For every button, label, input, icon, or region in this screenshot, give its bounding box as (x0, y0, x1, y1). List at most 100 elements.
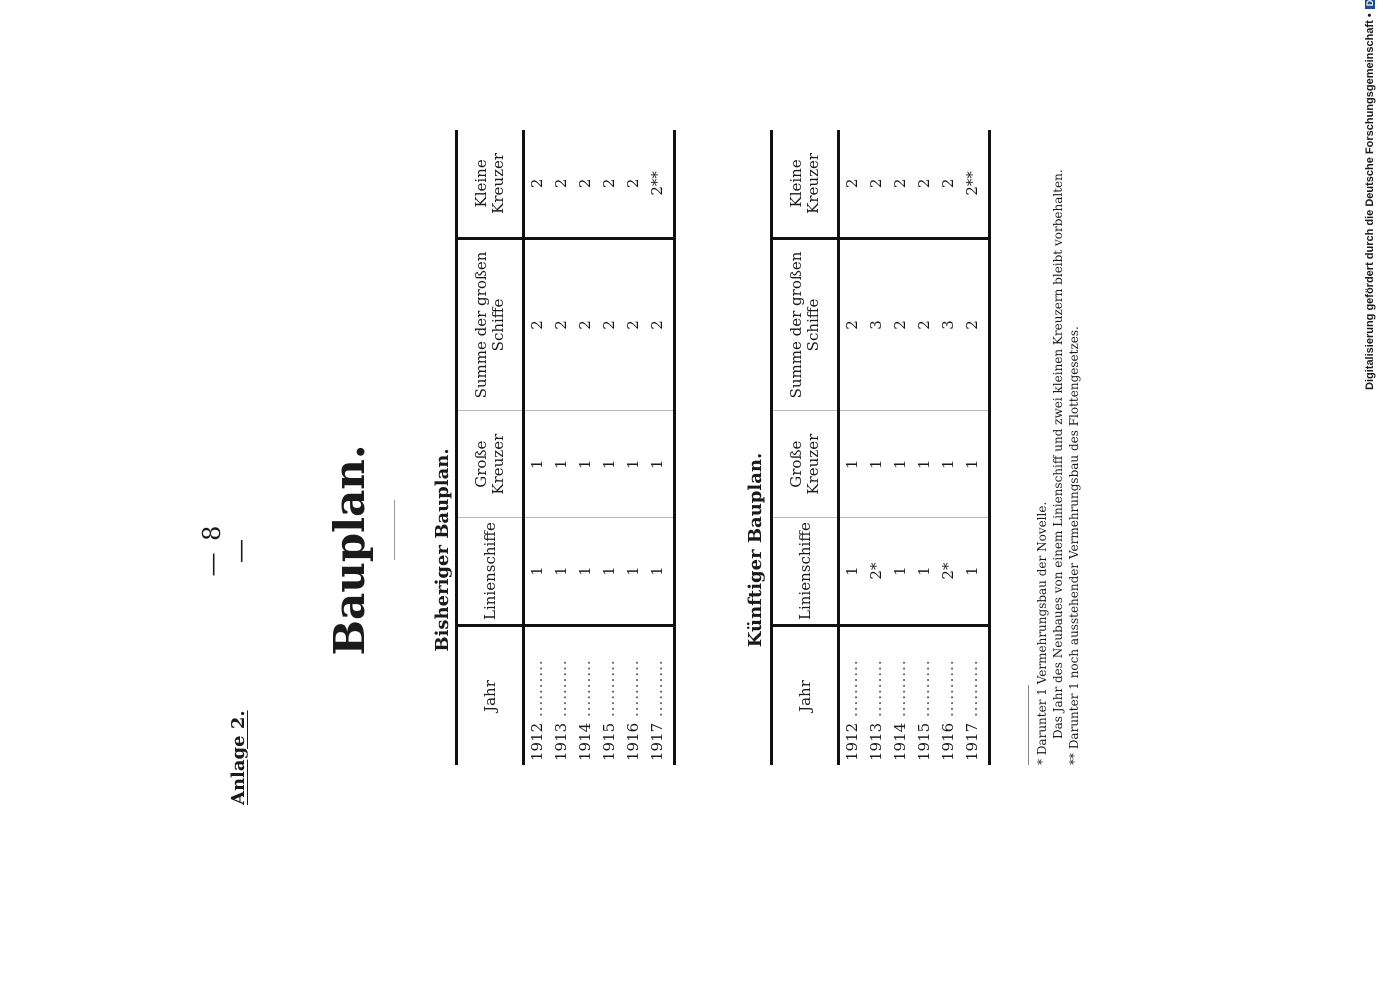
cell-grosse-kreuzer: 1 (960, 410, 990, 518)
footnote-single-asterisk: * Darunter 1 Vermehrungsbau der Novelle. (1035, 501, 1049, 765)
cell-linienschiffe: 1 (621, 517, 645, 626)
cell-kleine-kreuzer: 2 (891, 178, 909, 189)
cell-linienschiffe: 1 (645, 517, 675, 626)
leader-dots: .......... (648, 659, 666, 723)
leader-dots: .......... (576, 659, 594, 723)
cell-summe: 3 (936, 238, 960, 411)
cell-kleine-kreuzer: 2** (648, 171, 666, 196)
cell-year: 1915 (600, 722, 618, 761)
title-divider (394, 500, 395, 560)
cell-grosse-kreuzer: 1 (573, 410, 597, 518)
cell-linienschiffe: 2* (936, 517, 960, 626)
cell-summe: 2 (597, 238, 621, 411)
leader-dots: .......... (528, 659, 546, 723)
cell-linienschiffe: 1 (597, 517, 621, 626)
cell-summe: 2 (549, 238, 573, 411)
column-header-kleine-kreuzer: Kleine Kreuzer (771, 130, 839, 239)
table-row: 1917 .......... 1 1 2 2** (960, 130, 990, 765)
cell-linienschiffe: 1 (573, 517, 597, 626)
leader-dots: .......... (939, 659, 957, 723)
cell-kleine-kreuzer: 2 (624, 178, 642, 189)
table-header-row: Jahr Linienschiffe Große Kreuzer Summe d… (771, 130, 839, 765)
cell-grosse-kreuzer: 1 (864, 410, 888, 518)
footnote-continuation: Das Jahr des Neubaues von einem Liniensc… (1051, 169, 1065, 739)
leader-dots: .......... (963, 659, 981, 723)
cell-linienschiffe: 1 (523, 517, 549, 626)
table-row: 1916 .......... 1 1 2 2 (621, 130, 645, 765)
leader-dots: .......... (843, 659, 861, 723)
page-header: — 8 — (198, 150, 254, 950)
cell-kleine-kreuzer: 2 (867, 178, 885, 189)
column-header-summe: Summe der großen Schiffe (771, 238, 839, 411)
leader-dots: .......... (867, 659, 885, 723)
cell-summe: 2 (621, 238, 645, 411)
cell-kleine-kreuzer: 2 (843, 178, 861, 189)
table-row: 1917 .......... 1 1 2 2** (645, 130, 675, 765)
cell-year: 1916 (624, 722, 642, 761)
dfg-logo: DFG (1365, 0, 1375, 10)
table-row: 1914 .......... 1 1 2 2 (888, 130, 912, 765)
table-row: 1913 .......... 1 1 2 2 (549, 130, 573, 765)
column-header-linienschiffe: Linienschiffe (456, 517, 524, 626)
cell-linienschiffe: 1 (888, 517, 912, 626)
cell-year: 1913 (552, 722, 570, 761)
cell-summe: 2 (912, 238, 936, 411)
column-header-grosse-kreuzer: Große Kreuzer (771, 410, 839, 518)
cell-year: 1917 (963, 722, 981, 761)
page-number: — 8 — (198, 523, 254, 577)
footnote-divider (1028, 685, 1029, 765)
table-row: 1915 .......... 1 1 2 2 (597, 130, 621, 765)
table-bisheriger-bauplan: Jahr Linienschiffe Große Kreuzer Summe d… (455, 130, 676, 765)
leader-dots: .......... (624, 659, 642, 723)
leader-dots: .......... (552, 659, 570, 723)
cell-summe: 2 (645, 238, 675, 411)
footnotes: * Darunter 1 Vermehrungsbau der Novelle.… (1034, 145, 1082, 765)
cell-linienschiffe: 1 (838, 517, 864, 626)
cell-year: 1916 (939, 722, 957, 761)
cell-kleine-kreuzer: 2 (600, 178, 618, 189)
cell-summe: 2 (888, 238, 912, 411)
credit-text: Digitalisierung gefördert durch die Deut… (1364, 13, 1376, 390)
cell-grosse-kreuzer: 1 (523, 410, 549, 518)
column-header-kleine-kreuzer: Kleine Kreuzer (456, 130, 524, 239)
cell-year: 1914 (891, 722, 909, 761)
cell-grosse-kreuzer: 1 (597, 410, 621, 518)
cell-kleine-kreuzer: 2** (963, 171, 981, 196)
cell-grosse-kreuzer: 1 (888, 410, 912, 518)
table-row: 1916 .......... 2* 1 3 2 (936, 130, 960, 765)
cell-summe: 2 (523, 238, 549, 411)
table-title-bisheriger: Bisheriger Bauplan. (432, 448, 453, 652)
column-header-grosse-kreuzer: Große Kreuzer (456, 410, 524, 518)
cell-linienschiffe: 2* (864, 517, 888, 626)
cell-linienschiffe: 1 (549, 517, 573, 626)
table-header-row: Jahr Linienschiffe Große Kreuzer Summe d… (456, 130, 524, 765)
cell-summe: 2 (573, 238, 597, 411)
column-header-summe: Summe der großen Schiffe (456, 238, 524, 411)
cell-grosse-kreuzer: 1 (838, 410, 864, 518)
column-header-linienschiffe: Linienschiffe (771, 517, 839, 626)
cell-grosse-kreuzer: 1 (936, 410, 960, 518)
table-row: 1912 .......... 1 1 2 2 (523, 130, 549, 765)
table-row: 1914 .......... 1 1 2 2 (573, 130, 597, 765)
digitization-credit: Digitalisierung gefördert durch die Deut… (1360, 0, 1380, 390)
cell-grosse-kreuzer: 1 (621, 410, 645, 518)
cell-summe: 3 (864, 238, 888, 411)
cell-year: 1914 (576, 722, 594, 761)
cell-kleine-kreuzer: 2 (528, 178, 546, 189)
cell-grosse-kreuzer: 1 (645, 410, 675, 518)
leader-dots: .......... (915, 659, 933, 723)
cell-linienschiffe: 1 (912, 517, 936, 626)
cell-kleine-kreuzer: 2 (915, 178, 933, 189)
cell-year: 1912 (843, 722, 861, 761)
column-header-jahr: Jahr (771, 625, 839, 765)
cell-kleine-kreuzer: 2 (576, 178, 594, 189)
cell-year: 1913 (867, 722, 885, 761)
leader-dots: .......... (891, 659, 909, 723)
cell-kleine-kreuzer: 2 (939, 178, 957, 189)
appendix-label: Anlage 2. (228, 710, 249, 805)
rotated-document-page: — 8 — Anlage 2. Bauplan. Bisheriger Baup… (150, 130, 1250, 950)
leader-dots: .......... (600, 659, 618, 723)
table-row: 1913 .......... 2* 1 3 2 (864, 130, 888, 765)
cell-grosse-kreuzer: 1 (912, 410, 936, 518)
page-title: Bauplan. (325, 444, 374, 656)
